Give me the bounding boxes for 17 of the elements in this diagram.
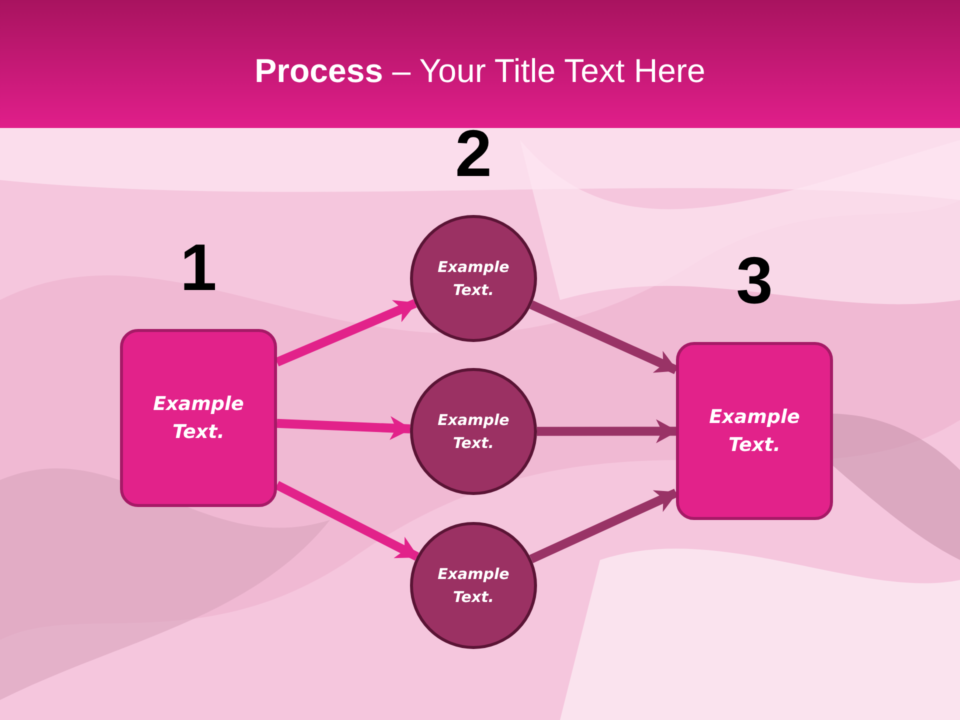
process-box [120, 329, 277, 507]
node-text: Example Text. [436, 410, 510, 454]
step-number: 3 [735, 242, 774, 318]
arrow [529, 488, 678, 564]
step-number: 2 [454, 115, 493, 191]
title: Process – Your Title Text Here [254, 52, 706, 90]
arrow [530, 300, 678, 374]
node-text: Example Text. [436, 257, 510, 300]
process-box [676, 342, 833, 520]
node-text: Example Text. [152, 392, 245, 445]
arrow [276, 416, 412, 440]
node-text: Example Text. [436, 564, 510, 608]
arrow [537, 419, 678, 444]
step-number: 1 [179, 229, 218, 305]
arrow [275, 299, 417, 366]
arrow [274, 481, 420, 561]
node-text: Example Text. [708, 404, 801, 458]
